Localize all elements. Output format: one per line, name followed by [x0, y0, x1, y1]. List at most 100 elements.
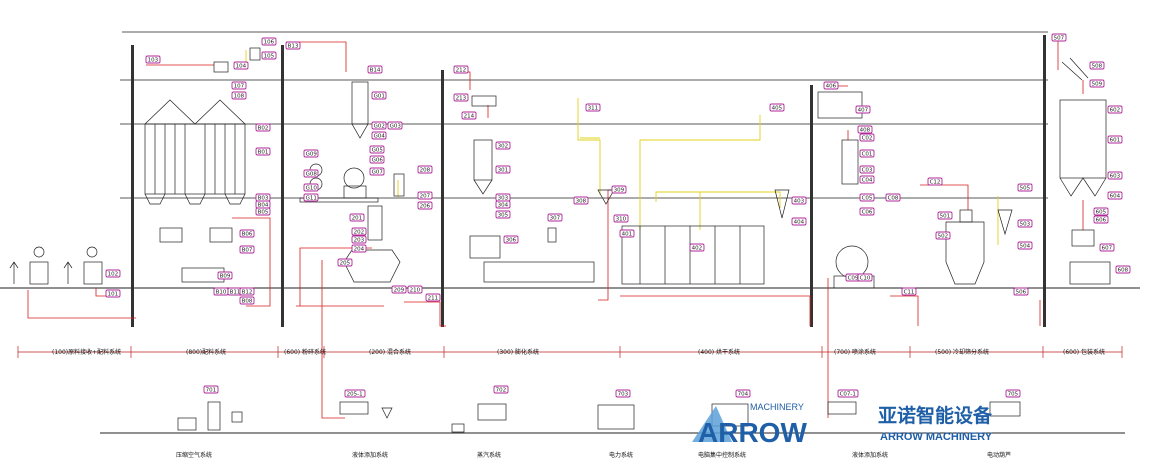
svg-text:502: 502 — [938, 233, 949, 239]
svg-text:406: 406 — [826, 83, 837, 89]
tag-507: 507 — [1051, 33, 1067, 42]
utility-label-power: 电力系统 — [609, 451, 633, 459]
tag-c02: C02 — [859, 133, 875, 142]
svg-text:C02: C02 — [862, 135, 873, 141]
svg-text:211: 211 — [428, 295, 439, 301]
svg-text:B12: B12 — [242, 289, 253, 295]
svg-text:106: 106 — [264, 39, 275, 45]
svg-text:108: 108 — [234, 93, 245, 99]
svg-text:507: 507 — [1054, 35, 1065, 41]
tag-301: 301 — [495, 165, 511, 174]
tag-g01: G01 — [371, 91, 387, 100]
svg-text:506: 506 — [1016, 289, 1027, 295]
tag-b13: B13 — [285, 41, 301, 50]
tag-103: 103 — [145, 55, 161, 64]
tag-208: 208 — [417, 165, 433, 174]
utility-label-liquid-adding-2: 液体添加系统 — [852, 451, 888, 459]
svg-text:C09: C09 — [848, 275, 859, 281]
svg-text:B09: B09 — [220, 273, 231, 279]
tag-506: 506 — [1013, 287, 1029, 296]
tag-b04: B04 — [255, 200, 271, 209]
svg-text:B14: B14 — [370, 67, 381, 73]
svg-text:C01: C01 — [862, 151, 873, 157]
svg-text:308: 308 — [576, 198, 587, 204]
svg-text:214: 214 — [464, 113, 475, 119]
tag-608: 608 — [1115, 265, 1131, 274]
section-label-300: (300) 膨化系统 — [497, 348, 539, 356]
tag-c03: C03 — [859, 165, 875, 174]
logo-tag-word: MACHINERY — [750, 402, 804, 412]
tag-g05: G05 — [369, 145, 385, 154]
svg-text:213: 213 — [456, 95, 467, 101]
svg-text:702: 702 — [496, 387, 507, 393]
tag-502: 502 — [935, 231, 951, 240]
svg-text:601: 601 — [1110, 137, 1121, 143]
tag-401: 401 — [619, 229, 635, 238]
utility-equipment — [177, 401, 1021, 433]
svg-text:207: 207 — [420, 193, 431, 199]
svg-text:G01: G01 — [374, 93, 385, 99]
tag-201: 201 — [349, 213, 365, 222]
tag-212: 212 — [453, 65, 469, 74]
svg-text:B13: B13 — [288, 43, 299, 49]
section-label-500: (500) 冷却筛分系统 — [935, 348, 989, 356]
tag-b10: B10 — [213, 287, 229, 296]
svg-text:C08: C08 — [888, 195, 899, 201]
svg-text:701: 701 — [206, 387, 217, 393]
section-label-600-pack: (600) 包装系统 — [1063, 348, 1105, 356]
svg-text:G11: G11 — [306, 195, 317, 201]
utility-labels: 压缩空气系统 液体添加系统 蒸汽系统 电力系统 电脑集中控制系统 液体添加系统 … — [176, 451, 1011, 459]
tag-b07: B07 — [239, 245, 255, 254]
tag-202: 202 — [351, 227, 367, 236]
svg-text:104: 104 — [236, 63, 247, 69]
svg-text:605: 605 — [1096, 209, 1107, 215]
floor-lines — [0, 31, 1140, 434]
tag-b01: B01 — [255, 147, 271, 156]
utility-label-hoist: 电动葫芦 — [987, 451, 1011, 459]
tag-604: 604 — [1107, 191, 1123, 200]
svg-text:G02: G02 — [374, 123, 385, 129]
svg-text:204: 204 — [354, 246, 365, 252]
svg-text:407: 407 — [858, 107, 869, 113]
tag-g04: G04 — [371, 131, 387, 140]
tag-302: 302 — [495, 141, 511, 150]
tag-403: 403 — [791, 196, 807, 205]
tag-308: 308 — [573, 196, 589, 205]
logo-brand: ARROW — [698, 417, 807, 448]
tag-b09: B09 — [217, 271, 233, 280]
tag-107: 107 — [231, 81, 247, 90]
utility-tag-u703: 703 — [615, 389, 631, 398]
tag-508: 508 — [1089, 61, 1105, 70]
tag-603: 603 — [1107, 171, 1123, 180]
tag-c10: C10 — [857, 273, 873, 282]
svg-text:404: 404 — [794, 219, 805, 225]
tag-505: 505 — [1017, 183, 1033, 192]
tag-102: 102 — [105, 269, 121, 278]
tag-b14: B14 — [367, 65, 383, 74]
tag-304: 304 — [495, 200, 511, 209]
svg-text:206: 206 — [420, 203, 431, 209]
tag-213: 213 — [453, 93, 469, 102]
svg-text:C07-1: C07-1 — [840, 391, 856, 397]
section-label-400: (400) 烘干系统 — [698, 348, 740, 356]
building-columns — [131, 35, 1046, 327]
tag-b12: B12 — [239, 287, 255, 296]
svg-text:505: 505 — [1020, 185, 1031, 191]
tag-g06: G06 — [369, 155, 385, 164]
utility-tag-u701: 701 — [203, 385, 219, 394]
air-lines — [245, 50, 999, 245]
utility-tag-u705: 705 — [1005, 389, 1021, 398]
tag-g08: G08 — [303, 169, 319, 178]
tag-g09: G09 — [303, 149, 319, 158]
utility-tag-u707: C07-1 — [837, 389, 859, 398]
svg-text:C06: C06 — [862, 209, 873, 215]
tag-607: 607 — [1099, 243, 1115, 252]
svg-text:301: 301 — [498, 167, 509, 173]
tag-408: 408 — [857, 125, 873, 134]
svg-text:C11: C11 — [904, 289, 915, 295]
svg-text:103: 103 — [148, 57, 159, 63]
tag-209: 209 — [391, 285, 407, 294]
tag-205: 205 — [337, 258, 353, 267]
tag-306: 306 — [503, 235, 519, 244]
